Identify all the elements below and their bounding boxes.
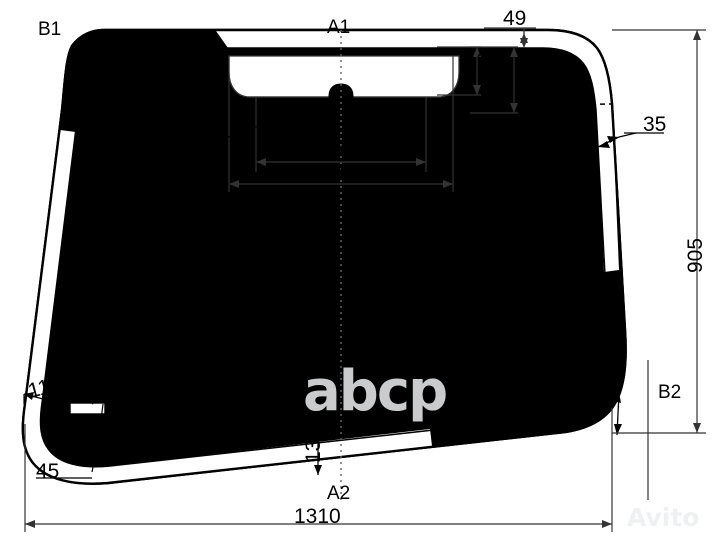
leader-60x10 [91, 375, 174, 405]
horizontal-reference-dashed-line [77, 103, 613, 110]
dimension-label-320: 320 [316, 140, 352, 163]
dimension-35 [597, 132, 664, 148]
clear-zone-top-right [216, 30, 616, 176]
dimension-label-108: 108 [474, 51, 498, 88]
clear-zone-bottom-left [22, 130, 433, 484]
reference-label-a2: A2 [327, 483, 351, 504]
dimension-905 [612, 29, 706, 434]
dimension-320 [255, 97, 427, 172]
dimension-label-460: 460 [316, 162, 352, 185]
watermark-avito: Avito [627, 503, 700, 532]
dimension-130 [314, 415, 322, 475]
dimension-148 [470, 46, 518, 114]
reference-label-a1: A1 [327, 17, 351, 38]
dimension-460 [228, 56, 454, 192]
part-b1b2-label: (B1B2):1386 [427, 279, 534, 300]
part-code-label: B17 LFW/X [406, 227, 504, 248]
dimension-49 [484, 27, 536, 48]
dimension-label-60x10: 60x10 [109, 364, 167, 387]
dimension-label-90: 90 [578, 349, 602, 372]
dimension-label-1310: 1310 [294, 505, 341, 528]
glass-inner-outline [39, 47, 610, 468]
dimension-110 [23, 392, 71, 408]
dimension-label-905: 905 [684, 237, 708, 274]
leader-38x51 [152, 98, 331, 164]
reference-label-b1: B1 [38, 19, 62, 40]
ceramic-frit-band [22, 30, 626, 484]
bracket-60x10 [69, 402, 106, 415]
dimension-label-38x51: 38x51 [157, 138, 215, 161]
dimension-label-49: 49 [503, 7, 527, 30]
dimension-1310 [24, 408, 613, 532]
watermark-abcp: abcp [303, 359, 448, 424]
dimension-90 [546, 369, 622, 436]
clear-zone-left-pillar [24, 403, 42, 432]
dimension-label-148: 148 [511, 59, 535, 96]
dimension-label-35: 35 [643, 113, 667, 136]
dimension-45 [36, 403, 104, 479]
reference-label-b2: B2 [658, 382, 682, 403]
dimension-label-45: 45 [36, 460, 60, 483]
dimension-label-130: 130 [302, 427, 326, 464]
part-a1a2-label: (A1A2):884 [427, 253, 524, 274]
